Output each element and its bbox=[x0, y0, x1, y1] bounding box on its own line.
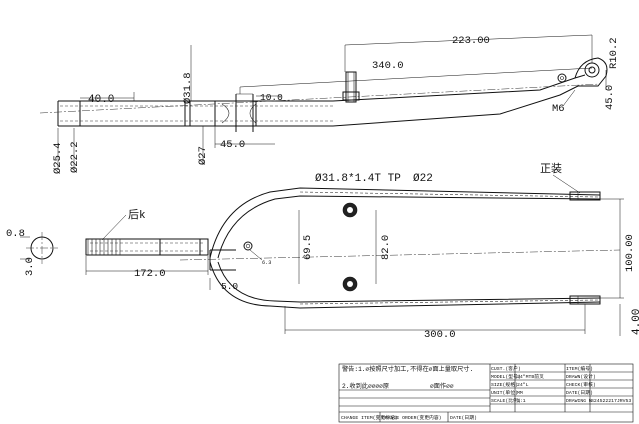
side-view: 223.00 340.0 R10.2 45.0 M6 Ø31.8 40.0 10… bbox=[39, 34, 620, 174]
tb-scale-val: 1:1 bbox=[517, 398, 526, 404]
dim-223: 223.00 bbox=[452, 35, 490, 47]
dim-0-8: 0.8 bbox=[6, 228, 25, 240]
tb-size: SIZE(规格) bbox=[491, 381, 518, 388]
tube-spec: Ø31.8*1.4T TP bbox=[315, 173, 401, 185]
tb-note2: 2.收到此∅∅∅∅原 bbox=[342, 382, 389, 390]
label-rear: 后k bbox=[128, 208, 146, 222]
tb-item: ITEM(编号) bbox=[566, 365, 593, 372]
brake-boss-top bbox=[342, 202, 358, 218]
tb-cust: CUST.(客户) bbox=[491, 365, 521, 372]
dim-6-3: 6.3 bbox=[262, 260, 271, 266]
dim-40: 40.0 bbox=[88, 94, 114, 106]
tb-unit-val: MM bbox=[517, 390, 523, 396]
dim-172: 172.0 bbox=[134, 268, 166, 280]
label-m6: M6 bbox=[552, 103, 565, 115]
tb-dwg: DRAWING № bbox=[566, 398, 592, 404]
dim-300: 300.0 bbox=[424, 329, 456, 341]
tb-unit: UNIT(单位) bbox=[491, 389, 518, 396]
tb-check: CHECK(审核) bbox=[566, 381, 596, 388]
tb-date: DATE(日期) bbox=[566, 390, 593, 396]
tb-note3: ∅面作∅∅ bbox=[430, 382, 454, 390]
dim-340: 340.0 bbox=[372, 60, 404, 72]
title-block: 警告:1.∅按照尺寸加工,不得在∅面上量取尺寸. 2.收到此∅∅∅∅原 ∅面作∅… bbox=[338, 363, 634, 423]
dim-45-side: 45.0 bbox=[220, 139, 245, 151]
tb-design: DRAWN(设计) bbox=[566, 373, 596, 380]
tb-change-item: CHANGE ITEM(变更标记) bbox=[341, 414, 398, 421]
dim-10: 10.0 bbox=[260, 92, 283, 103]
tb-model: MODEL(型号) bbox=[491, 373, 521, 380]
dim-27: Ø27 bbox=[197, 146, 209, 165]
tb-scale: SCALE(比例) bbox=[491, 397, 521, 404]
tube-spec-2: Ø22 bbox=[413, 173, 433, 185]
dim-5: 5.0 bbox=[221, 281, 238, 292]
dim-3-0: 3.0 bbox=[24, 257, 36, 276]
dim-31-8: Ø31.8 bbox=[182, 72, 194, 104]
tb-change-order: CHANGE ORDER(变更内容) bbox=[382, 414, 442, 421]
dim-r10: R10.2 bbox=[608, 37, 620, 69]
dim-82: 82.0 bbox=[380, 235, 392, 260]
dim-25-4: Ø25.4 bbox=[52, 142, 64, 174]
tb-dwg-val: S24522217JRV53 bbox=[591, 398, 631, 404]
dim-22-2: Ø22.2 bbox=[69, 141, 81, 173]
brake-boss-bottom bbox=[342, 276, 358, 292]
tb-model-val: 24"MTB前叉 bbox=[517, 373, 544, 380]
steerer-detail: 0.8 3.0 172.0 后k bbox=[6, 208, 209, 280]
label-front: 正装 bbox=[540, 162, 562, 176]
tb-change-date: DATE(日期) bbox=[450, 415, 477, 421]
tb-size-val: 24"L bbox=[517, 382, 529, 388]
dim-45-dropout: 45.0 bbox=[604, 85, 616, 110]
dim-100: 100.00 bbox=[624, 234, 636, 272]
dim-4: 4.00 bbox=[631, 309, 639, 335]
tb-note: 警告:1.∅按照尺寸加工,不得在∅面上量取尺寸. bbox=[342, 365, 473, 373]
dim-69-5: 69.5 bbox=[302, 235, 314, 260]
front-view: 69.5 82.0 100.00 4.00 300.0 Ø31.8*1.4T T… bbox=[179, 162, 639, 341]
